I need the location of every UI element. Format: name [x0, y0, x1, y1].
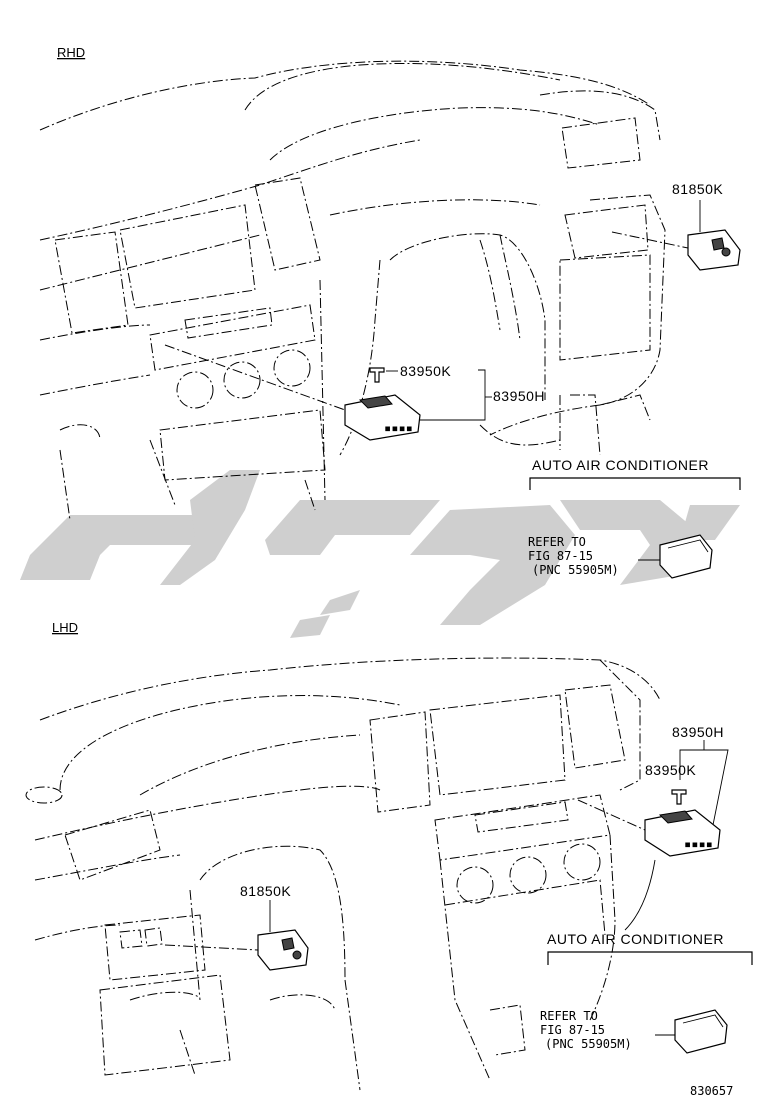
lhd-option-title: AUTO AIR CONDITIONER — [547, 931, 724, 947]
rhd-option-title: AUTO AIR CONDITIONER — [532, 457, 709, 473]
rhd-control-leader — [164, 344, 346, 411]
lhd-dashboard-outline — [25, 657, 661, 1091]
watermark-logo — [20, 470, 740, 638]
rhd-refer-line1: REFER TO — [528, 535, 586, 549]
rhd-control-label: 83950H — [493, 388, 545, 404]
lhd-screw-label: 83950K — [645, 762, 696, 778]
rhd-control-mark: ▪▪▪▪ — [384, 421, 413, 435]
rhd-refer-line3: (PNC 55905M) — [532, 563, 619, 577]
rhd-refer-line2: FIG 87-15 — [528, 549, 593, 563]
rhd-screw-label: 83950K — [400, 363, 451, 379]
lhd-switch-leader — [164, 944, 259, 951]
lhd-refer-line2: FIG 87-15 — [540, 1023, 605, 1037]
rhd-switch-label: 81850K — [672, 181, 723, 197]
figure-id: 830657 — [690, 1084, 733, 1098]
lhd-control-label: 83950H — [672, 724, 724, 740]
lhd-refer-line1: REFER TO — [540, 1009, 598, 1023]
lhd-section-title: LHD — [52, 620, 78, 635]
lhd-control-83950h: ▪▪▪▪ — [644, 809, 721, 857]
lhd-refer-line3: (PNC 55905M) — [545, 1037, 632, 1051]
lhd-switch-label: 81850K — [240, 883, 291, 899]
rhd-control-83950h: ▪▪▪▪ — [344, 394, 421, 441]
rhd-switch-leader — [611, 231, 689, 249]
rhd-switch-81850k — [687, 229, 741, 271]
lhd-control-mark: ▪▪▪▪ — [684, 837, 713, 851]
lhd-auto-ac-panel — [674, 1009, 728, 1054]
rhd-section-title: RHD — [57, 45, 85, 60]
lhd-switch-81850k — [257, 929, 309, 971]
rhd-control-bracket — [420, 369, 486, 421]
rhd-dashboard-outline — [39, 60, 666, 521]
rhd-option-bracket — [529, 477, 741, 490]
rhd-auto-ac-panel — [659, 534, 713, 579]
lhd-control-leader — [577, 799, 646, 831]
lhd-option-connector — [624, 859, 656, 931]
rhd-screw-83950k — [369, 367, 385, 383]
lhd-option-bracket — [547, 951, 753, 965]
lhd-screw-83950k — [671, 789, 687, 805]
